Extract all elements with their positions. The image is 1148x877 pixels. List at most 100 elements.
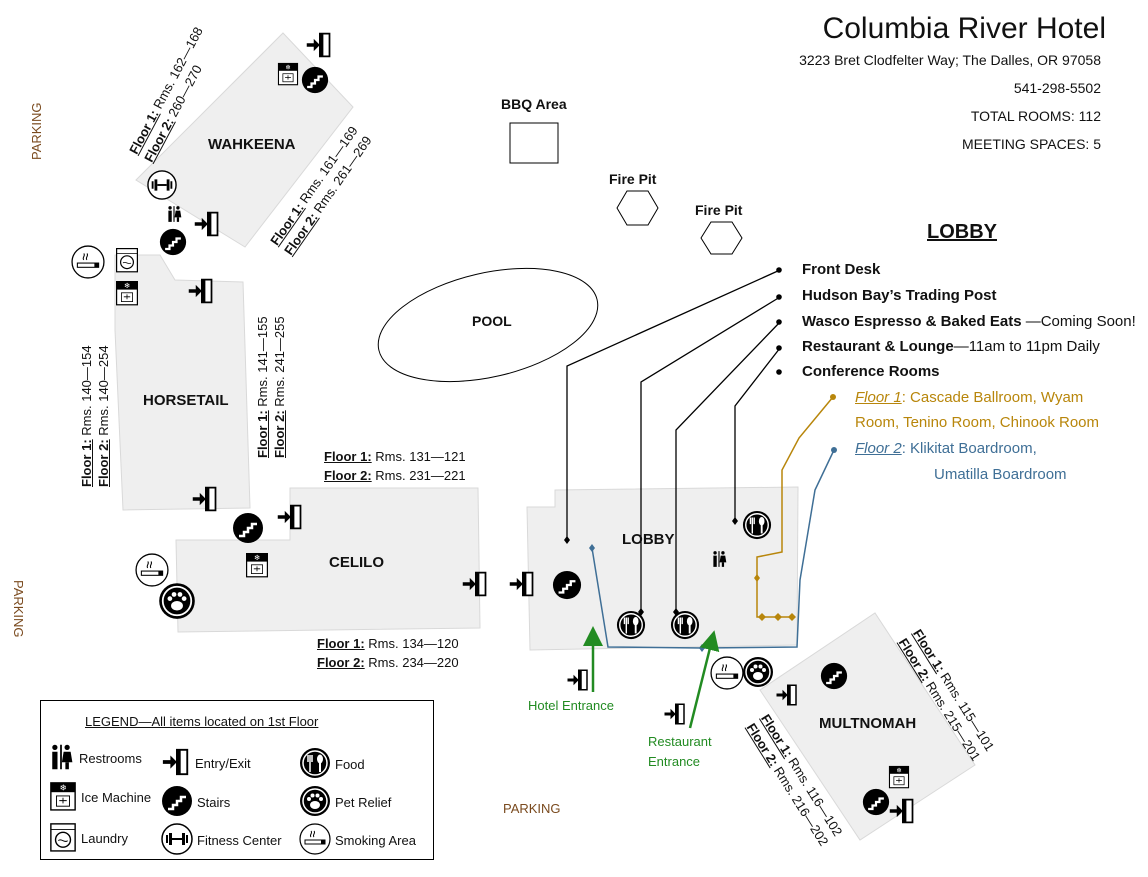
ice-machine-icon: ❄ — [277, 62, 299, 86]
svg-text:❄: ❄ — [254, 553, 260, 562]
smoking-icon — [71, 245, 105, 279]
building-label-lobby: LOBBY — [622, 531, 675, 548]
conference-floor2-cont: Umatilla Boardroom — [934, 466, 1067, 483]
entry-exit-icon — [461, 570, 489, 598]
bbq-area-label: BBQ Area — [501, 96, 567, 112]
food-icon — [670, 610, 700, 640]
lobby-item-conference: Conference Rooms — [802, 363, 940, 380]
svg-text:❄: ❄ — [285, 63, 291, 71]
entry-exit-icon — [191, 485, 219, 513]
parking-label-bottom: PARKING — [503, 801, 561, 816]
entry-exit-icon — [187, 277, 215, 305]
hotel-phone: 541-298-5502 — [1013, 80, 1101, 96]
restrooms-icon — [47, 743, 75, 774]
legend-title: LEGEND—All items located on 1st Floor — [85, 714, 319, 729]
horsetail-rooms-b: Floor 1: Rms. 141—155 Floor 2: Rms. 241—… — [255, 316, 287, 458]
legend-pet: Pet Relief — [299, 785, 391, 820]
lobby-item-trading-post: Hudson Bay’s Trading Post — [802, 287, 997, 304]
ice-machine-icon: ❄ — [888, 765, 910, 789]
legend-entry: Entry/Exit — [161, 747, 251, 780]
laundry-icon — [49, 822, 77, 856]
svg-text:❄: ❄ — [896, 766, 902, 774]
building-label-horsetail: HORSETAIL — [143, 392, 229, 409]
lobby-connector-lines — [566, 269, 781, 612]
floor1-path — [756, 396, 834, 618]
smoking-icon — [135, 553, 169, 587]
hotel-title: Columbia River Hotel — [822, 12, 1106, 45]
legend-fitness: Fitness Center — [161, 823, 282, 858]
lobby-item-front-desk: Front Desk — [802, 261, 881, 278]
entry-exit-icon — [775, 683, 799, 707]
ice-machine-icon: ❄ — [115, 280, 139, 306]
fire-pit-2-label: Fire Pit — [695, 202, 743, 218]
pool-shape — [377, 267, 599, 383]
restaurant-entrance-label-1: Restaurant — [648, 734, 712, 749]
entry-exit-icon — [566, 668, 590, 692]
entry-exit-icon — [663, 702, 687, 726]
entry-exit-icon — [888, 797, 916, 825]
parking-label-top-left: PARKING — [29, 102, 44, 160]
restrooms-icon — [165, 205, 183, 223]
stairs-icon — [159, 228, 187, 256]
floor2-path — [591, 449, 835, 649]
legend-stairs: Stairs — [161, 785, 230, 820]
stairs-icon — [552, 570, 582, 600]
fitness-icon — [147, 170, 177, 200]
laundry-icon — [115, 247, 139, 273]
stairs-icon — [161, 785, 193, 820]
svg-text:❄: ❄ — [124, 281, 130, 290]
legend-smoking: Smoking Area — [299, 823, 416, 858]
horsetail-rooms-a: Floor 1: Rms. 140—154 Floor 2: Rms. 140—… — [79, 345, 111, 487]
stairs-icon — [862, 788, 890, 816]
ice-machine-icon: ❄ — [49, 781, 77, 815]
hotel-entrance-label: Hotel Entrance — [528, 698, 614, 713]
legend-laundry: Laundry — [49, 822, 128, 856]
fire-pit-1-label: Fire Pit — [609, 171, 657, 187]
building-label-multnomah: MULTNOMAH — [819, 715, 917, 732]
pet-relief-icon — [158, 582, 196, 620]
restaurant-entrance-label-2: Entrance — [648, 754, 701, 769]
building-lobby — [526, 486, 799, 651]
fitness-icon — [161, 823, 193, 858]
parking-label-left: PARKING — [11, 580, 26, 638]
legend-restrooms: Restrooms — [47, 743, 142, 774]
building-multnomah — [759, 612, 976, 841]
legend-box: LEGEND—All items located on 1st Floor Re… — [40, 700, 434, 860]
conference-floor1-cont: Room, Tenino Room, Chinook Room — [855, 414, 1100, 431]
celilo-rooms-top: Floor 1: Rms. 131—121 Floor 2: Rms. 231—… — [324, 449, 466, 483]
building-horsetail — [114, 254, 251, 511]
hotel-address: 3223 Bret Clodfelter Way; The Dalles, OR… — [799, 52, 1101, 68]
entry-exit-icon — [508, 570, 536, 598]
stairs-icon — [301, 66, 329, 94]
restaurant-entrance-arrow — [688, 630, 720, 729]
meeting-spaces: MEETING SPACES: 5 — [962, 136, 1101, 152]
food-icon — [299, 747, 331, 782]
pool-label: POOL — [472, 313, 512, 329]
fire-pit-1-shape — [616, 190, 659, 226]
entry-exit-icon — [193, 210, 221, 238]
svg-text:❄: ❄ — [59, 782, 66, 792]
lobby-item-espresso: Wasco Espresso & Baked Eats —Coming Soon… — [802, 313, 1136, 330]
food-icon — [742, 510, 772, 540]
ice-machine-icon: ❄ — [245, 552, 269, 578]
building-celilo — [175, 487, 481, 633]
conference-floor2: Floor 2: Klikitat Boardroom, — [855, 440, 1037, 457]
smoking-icon — [299, 823, 331, 858]
stairs-icon — [232, 512, 264, 544]
building-label-wahkeena: WAHKEENA — [208, 136, 296, 153]
restrooms-icon — [710, 550, 728, 568]
food-icon — [616, 610, 646, 640]
bbq-area-box — [509, 122, 559, 164]
celilo-rooms-bottom: Floor 1: Rms. 134—120 Floor 2: Rms. 234—… — [317, 636, 459, 670]
pet-relief-icon — [299, 785, 331, 820]
legend-food: Food — [299, 747, 365, 782]
fire-pit-2-shape — [700, 221, 743, 255]
smoking-icon — [710, 656, 744, 690]
entry-exit-icon — [161, 747, 191, 780]
lobby-item-restaurant: Restaurant & Lounge—11am to 11pm Daily — [802, 338, 1100, 355]
total-rooms: TOTAL ROOMS: 112 — [970, 108, 1101, 124]
entry-exit-icon — [276, 503, 304, 531]
legend-ice: ❄Ice Machine — [49, 781, 151, 815]
